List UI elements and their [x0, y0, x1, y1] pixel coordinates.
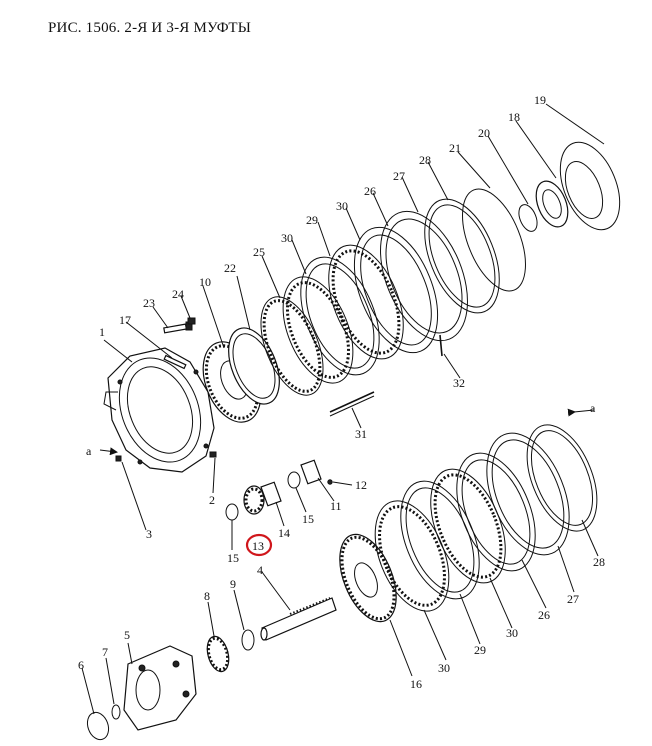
- callout-label: 19: [534, 93, 546, 107]
- callout-label: 25: [253, 245, 265, 259]
- callout-label: 17: [119, 313, 131, 327]
- callout-label: 24: [172, 287, 184, 301]
- callout-label: 22: [224, 261, 236, 275]
- callout-label: 20: [478, 126, 490, 140]
- gear-part-16: [339, 533, 397, 623]
- callout-label: 30: [438, 661, 450, 675]
- spring-part-32: [439, 334, 443, 357]
- callout-label: 3: [146, 527, 152, 541]
- seal-ring-part-21: [462, 188, 526, 292]
- callout-label: 27: [393, 169, 405, 183]
- callout-labels: 1 2 3 4 5 6 7 8 9 10 11 12 14 15 15 16 1…: [78, 93, 605, 691]
- callout-label: 16: [410, 677, 422, 691]
- callout-label: 9: [230, 577, 236, 591]
- dowel-part-3: [115, 455, 122, 462]
- clutch-plate-part-26-upper: [353, 226, 439, 354]
- callout-label: 4: [257, 563, 263, 577]
- bearing-part-18: [535, 180, 569, 228]
- snap-ring-part-20: [518, 204, 538, 232]
- callout-label: a: [86, 444, 92, 458]
- carrier-part-5: [123, 645, 197, 731]
- sun-gear-part-8: [206, 635, 230, 673]
- spring-pin-part-17: [163, 354, 187, 370]
- callout-label: 28: [419, 153, 431, 167]
- washer-part-24: [187, 317, 196, 325]
- long-pin-part-31: [329, 391, 375, 413]
- callout-label: 11: [330, 499, 342, 513]
- snap-ring-part-6: [86, 711, 110, 741]
- callout-label-highlighted: 13: [252, 539, 264, 553]
- clutch-plate-part-26-lower: [456, 452, 536, 572]
- clutch-housing-part-1: [103, 347, 215, 473]
- callout-label: 32: [453, 376, 465, 390]
- callout-label: 30: [506, 626, 518, 640]
- highlight-circle: [245, 533, 273, 557]
- callout-label: 30: [281, 231, 293, 245]
- end-plate-part-27-upper: [380, 210, 468, 342]
- callout-label: 31: [355, 427, 367, 441]
- bolt-part-23: [163, 321, 193, 334]
- washer-part-15-left: [225, 503, 239, 521]
- callout-label: 5: [124, 628, 130, 642]
- clutch-disc-part-30-lower-a: [374, 500, 450, 612]
- callout-label: 6: [78, 658, 84, 672]
- toothed-ring-part-25: [260, 296, 324, 396]
- callout-label: 23: [143, 296, 155, 310]
- callout-label: 26: [364, 184, 376, 198]
- ring-part-28-upper: [424, 198, 500, 314]
- callout-label: 12: [355, 478, 367, 492]
- callout-label: 27: [567, 592, 579, 606]
- ball-part-12: [327, 479, 333, 485]
- callout-label: 26: [538, 608, 550, 622]
- clutch-disc-part-30-upper-b: [328, 244, 404, 360]
- callout-label: 2: [209, 493, 215, 507]
- shaft-part-4: [260, 597, 337, 641]
- washer-part-15-right: [287, 471, 301, 489]
- clutch-disc-part-30-upper-a: [282, 276, 354, 384]
- callout-label: 28: [593, 555, 605, 569]
- figure-title: РИС. 1506. 2-Я И 3-Я МУФТЫ: [48, 20, 252, 36]
- pin-part-2: [209, 451, 217, 458]
- needle-bearing-part-13: [243, 485, 265, 515]
- piston-part-19: [559, 141, 621, 231]
- callout-label: 21: [449, 141, 461, 155]
- callout-label: 30: [336, 199, 348, 213]
- bearing-part-14: [260, 481, 282, 507]
- snap-ring-part-9: [241, 629, 255, 651]
- callout-label: a: [590, 401, 596, 415]
- callout-label: 1: [99, 325, 105, 339]
- callout-label: 18: [508, 110, 520, 124]
- callout-label: 29: [306, 213, 318, 227]
- callout-label: 29: [474, 643, 486, 657]
- ring-part-7: [111, 704, 121, 720]
- callout-label: 15: [302, 512, 314, 526]
- ring-part-28-lower: [526, 424, 598, 532]
- clutch-plate-part-29-upper: [300, 256, 380, 376]
- lower-clutch-assembly: [86, 424, 598, 741]
- upper-clutch-assembly: [103, 141, 621, 521]
- callout-label: 8: [204, 589, 210, 603]
- callout-label: 10: [199, 275, 211, 289]
- callout-label: 15: [227, 551, 239, 565]
- callout-label: 14: [278, 526, 290, 540]
- callout-label: 7: [102, 645, 108, 659]
- leader-lines: [81, 103, 605, 715]
- pinion-shaft-part-11: [300, 459, 322, 485]
- end-plate-part-27-lower: [486, 432, 570, 556]
